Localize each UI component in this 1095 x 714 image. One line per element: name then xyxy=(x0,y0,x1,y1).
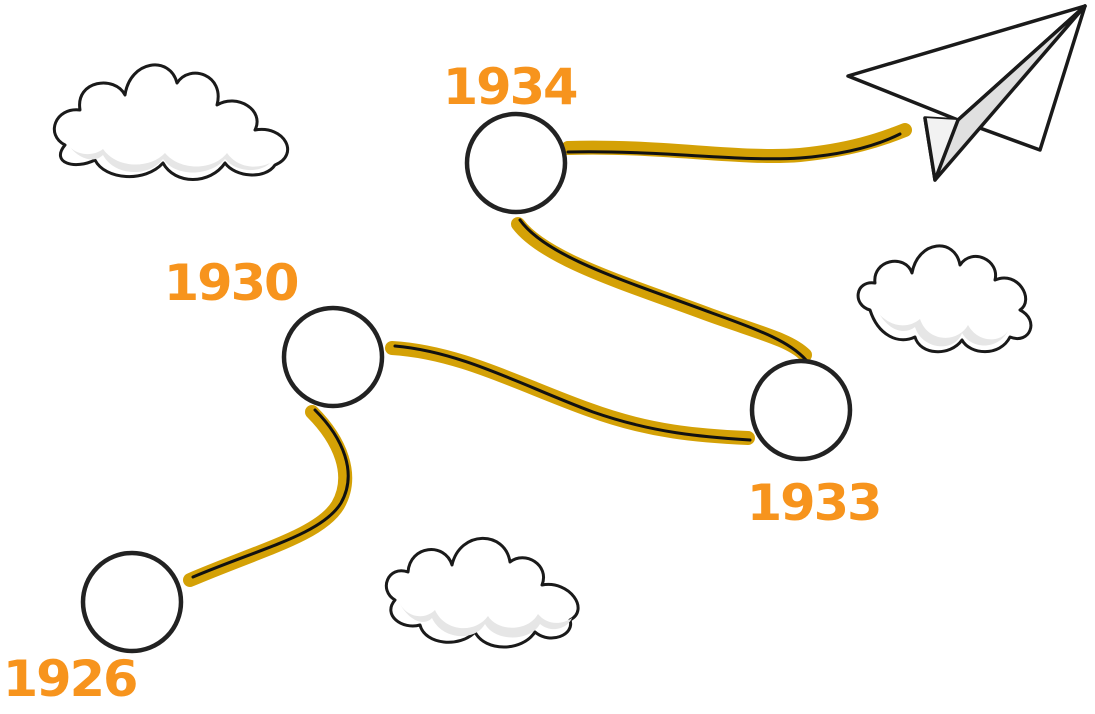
path-1933-1934 xyxy=(511,217,812,362)
milestone-year-1933: 1933 xyxy=(746,474,883,532)
cloud-icon xyxy=(856,244,1033,354)
milestone-year-1930: 1930 xyxy=(163,254,300,312)
path-1930-1933 xyxy=(385,341,755,445)
milestone-node-1926 xyxy=(80,550,184,654)
milestone-year-1926: 1926 xyxy=(2,650,139,708)
cloud-icon xyxy=(384,536,580,649)
milestone-node-1930 xyxy=(281,305,385,409)
milestone-node-1934 xyxy=(464,111,568,215)
milestone-year-1934: 1934 xyxy=(442,58,579,116)
paper-plane-icon xyxy=(846,4,1087,182)
path-1934-plane xyxy=(561,123,912,164)
cloud-icon xyxy=(52,63,289,181)
milestone-node-1933 xyxy=(749,358,853,462)
path-1926-1930 xyxy=(183,405,353,587)
